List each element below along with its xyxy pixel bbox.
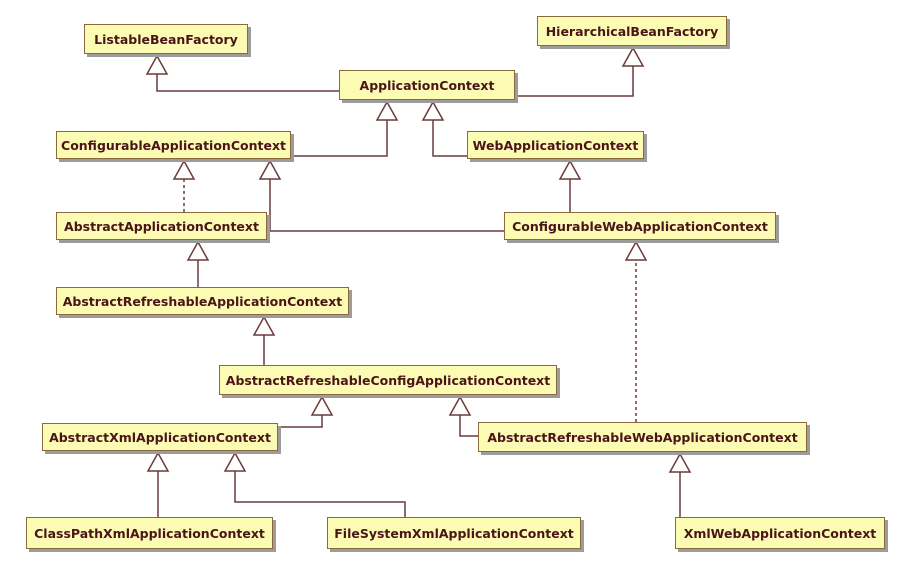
edge-classpathctx-to-xmlctx: [146, 451, 170, 517]
node-listable-bean-factory[interactable]: ListableBeanFactory: [84, 24, 248, 54]
edge-appctx-to-hierarchical: [515, 46, 645, 97]
inheritance-arrowhead: [310, 395, 334, 416]
node-configurable-application-context[interactable]: ConfigurableApplicationContext: [56, 131, 291, 159]
inheritance-arrowhead: [146, 451, 170, 472]
inheritance-arrowhead: [172, 159, 196, 180]
node-hierarchical-bean-factory[interactable]: HierarchicalBeanFactory: [537, 16, 727, 46]
edge-refreshcfgctx-to-refreshctx: [252, 315, 276, 365]
edge-appctx-to-listable: [145, 54, 339, 92]
inheritance-arrowhead: [558, 159, 582, 180]
node-abstract-refreshable-config-application-context[interactable]: AbstractRefreshableConfigApplicationCont…: [219, 365, 557, 395]
edge-configwebctx-to-webctx: [558, 159, 582, 212]
inheritance-arrowhead: [258, 159, 282, 180]
edge-refreshctx-to-abstractctx: [186, 240, 210, 287]
edge-webctx-to-appctx: [421, 100, 467, 157]
node-abstract-application-context[interactable]: AbstractApplicationContext: [56, 212, 267, 240]
node-configurable-web-application-context[interactable]: ConfigurableWebApplicationContext: [504, 212, 776, 240]
edge-xmlctx-to-refreshcfgctx: [278, 395, 334, 428]
inheritance-arrowhead: [421, 100, 445, 121]
node-xml-web-application-context[interactable]: XmlWebApplicationContext: [675, 517, 885, 549]
node-application-context[interactable]: ApplicationContext: [339, 70, 515, 100]
edge-refreshwebctx-to-configwebctx: [624, 240, 648, 422]
edge-xmlwebctx-to-refreshwebctx: [668, 452, 692, 517]
inheritance-arrowhead: [448, 395, 472, 416]
node-filesystem-xml-application-context[interactable]: FileSystemXmlApplicationContext: [327, 517, 581, 549]
inheritance-arrowhead: [375, 100, 399, 121]
edge-configctx-to-appctx: [291, 100, 399, 157]
inheritance-arrowhead: [186, 240, 210, 261]
node-abstract-xml-application-context[interactable]: AbstractXmlApplicationContext: [42, 423, 278, 451]
node-classpath-xml-application-context[interactable]: ClassPathXmlApplicationContext: [26, 517, 273, 549]
node-web-application-context[interactable]: WebApplicationContext: [467, 131, 644, 159]
inheritance-arrowhead: [621, 46, 645, 67]
node-abstract-refreshable-application-context[interactable]: AbstractRefreshableApplicationContext: [56, 287, 349, 315]
edge-refreshwebctx-to-refreshcfgctx: [448, 395, 478, 437]
inheritance-arrowhead: [145, 54, 169, 75]
inheritance-arrowhead: [624, 240, 648, 261]
node-abstract-refreshable-web-application-context[interactable]: AbstractRefreshableWebApplicationContext: [478, 422, 807, 452]
inheritance-arrowhead: [668, 452, 692, 473]
edge-abstractctx-to-configctx: [172, 159, 196, 212]
inheritance-arrowhead: [252, 315, 276, 336]
inheritance-arrowhead: [223, 451, 247, 472]
edge-configwebctx-to-configctx: [258, 159, 504, 232]
edge-filesysctx-to-xmlctx: [223, 451, 406, 517]
